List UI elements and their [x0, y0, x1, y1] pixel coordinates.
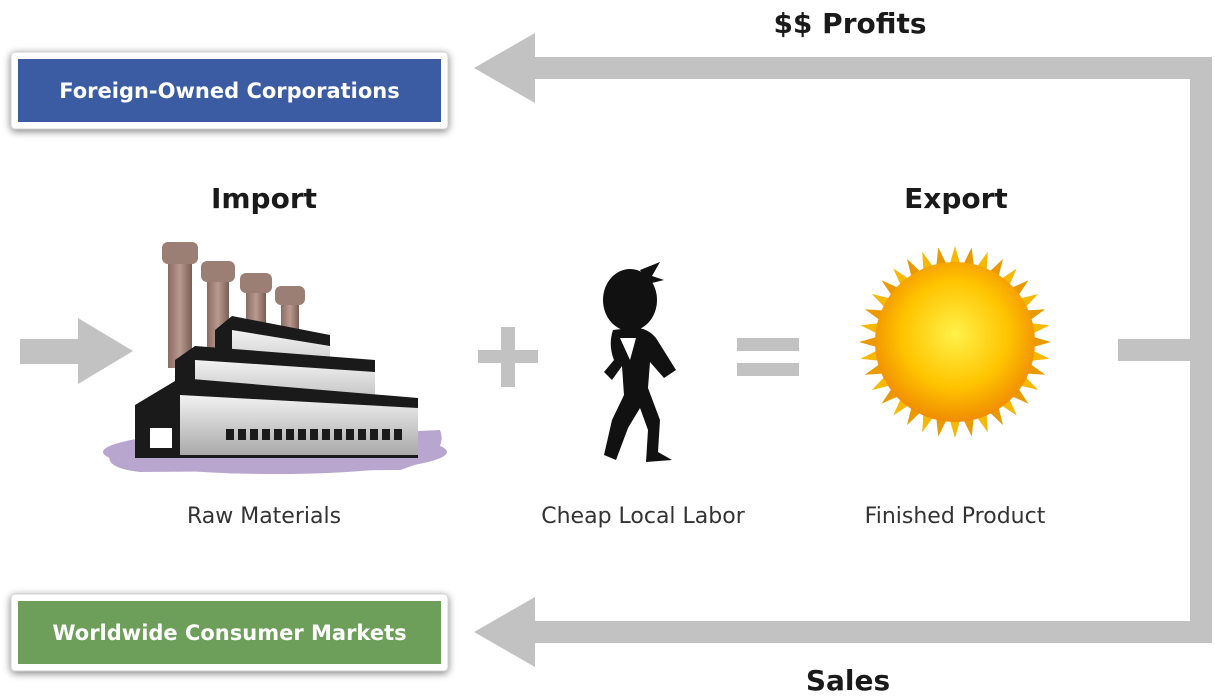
labor-caption: Cheap Local Labor [541, 504, 745, 529]
sales-label: Sales [806, 664, 890, 696]
export-heading: Export [904, 182, 1008, 215]
markets-box: Worldwide Consumer Markets [10, 593, 449, 672]
import-heading: Import [211, 182, 317, 215]
corporations-label: Foreign-Owned Corporations [59, 79, 400, 103]
raw-materials-caption: Raw Materials [187, 504, 341, 529]
corporations-box: Foreign-Owned Corporations [10, 51, 449, 130]
sun-icon [859, 246, 1051, 438]
walking-person-icon [603, 262, 676, 462]
profits-arrow [474, 33, 1212, 103]
factory-icon [103, 242, 447, 474]
profits-label: $$ Profits [773, 7, 926, 40]
markets-label: Worldwide Consumer Markets [52, 621, 406, 645]
product-caption: Finished Product [865, 504, 1046, 529]
arrow-icon [20, 318, 133, 384]
product-connector [1118, 339, 1212, 361]
equals-operator [737, 338, 799, 376]
sales-arrow [474, 597, 1212, 667]
plus-operator [478, 327, 538, 387]
